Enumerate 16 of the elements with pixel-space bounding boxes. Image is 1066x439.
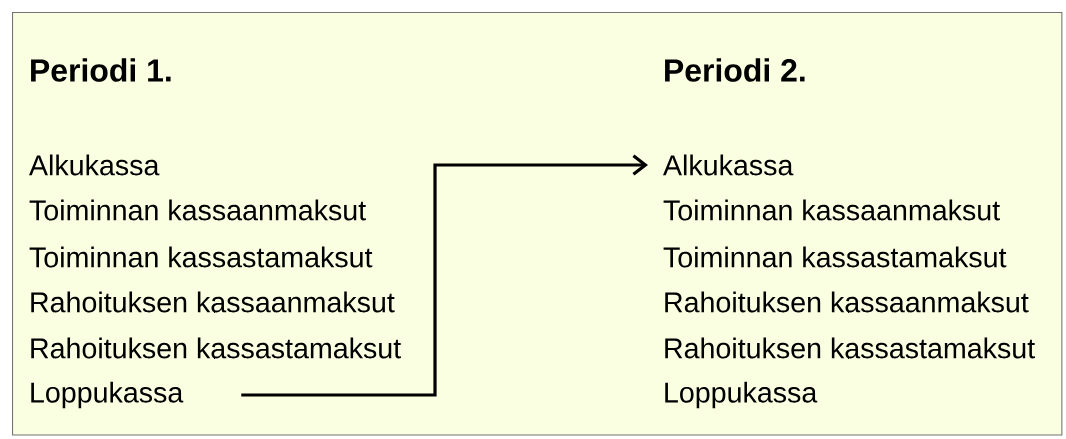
list-item: Toiminnan kassastamaksut [29, 246, 373, 268]
list-item: Rahoituksen kassaanmaksut [665, 291, 1029, 313]
arrow [241, 154, 648, 397]
list-item: Toiminnan kassastamaksut [663, 246, 1007, 268]
list-item: Alkukassa [29, 154, 160, 176]
list-item: Alkukassa [663, 154, 794, 176]
list-item: Rahoituksen kassastamaksut [31, 337, 401, 359]
heading: Periodi 2. [665, 58, 805, 82]
heading: Periodi 1. [31, 58, 171, 82]
list-item: Loppukassa [665, 381, 818, 409]
list-item: Toiminnan kassaanmaksut [663, 199, 1000, 221]
panel-background [12, 12, 1063, 436]
list-item: Rahoituksen kassaanmaksut [31, 291, 395, 313]
list-item: Toiminnan kassaanmaksut [29, 199, 366, 221]
list-item: Loppukassa [31, 381, 184, 409]
list-item: Rahoituksen kassastamaksut [665, 337, 1035, 359]
